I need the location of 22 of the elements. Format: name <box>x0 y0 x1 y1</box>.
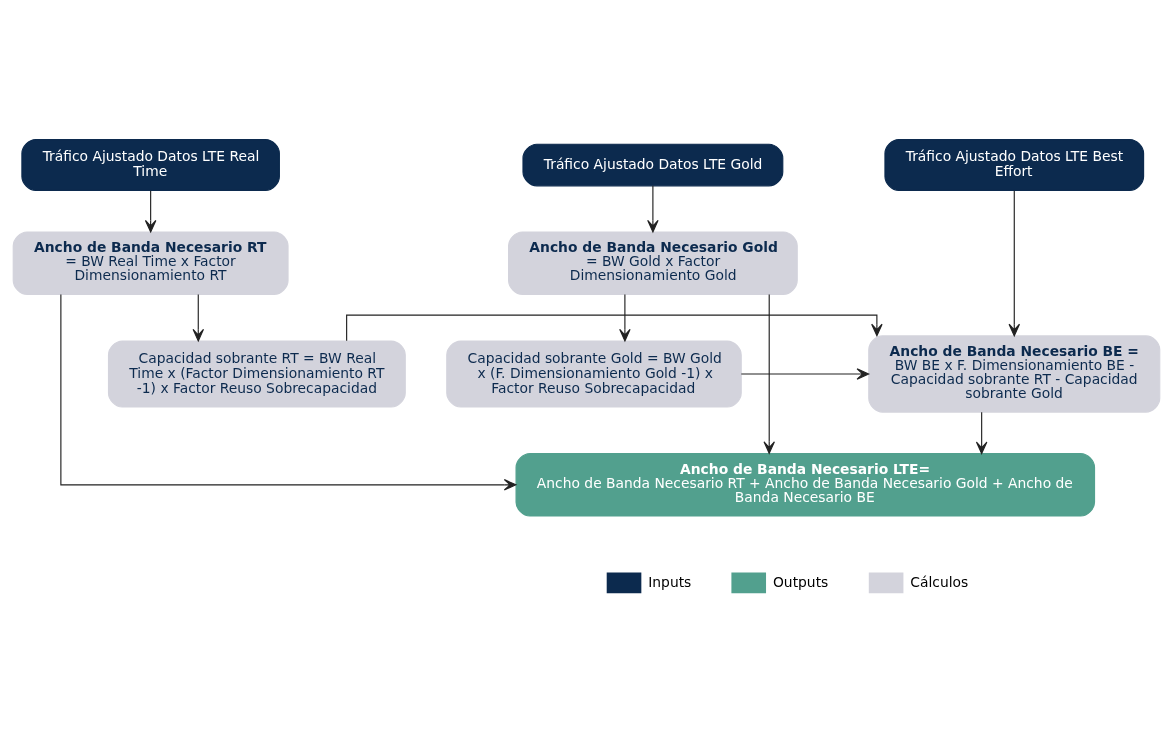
node-box: Ancho de Banda Necesario RT = BW Real Time x Factor Dimensionamiento RT <box>12 230 289 295</box>
node-box: Capacidad sobrante Gold = BW Gold x (F. Dimensionamiento Gold -1) x Factor Reuso Sobrecapacidad <box>446 340 742 407</box>
legend-label: Outputs <box>772 573 829 590</box>
node-box: Tráfico Ajustado Datos LTE Gold <box>522 143 784 186</box>
arrow <box>975 411 988 454</box>
node-box: Ancho de Banda Necesario Gold = BW Gold x Factor Dimensionamiento Gold <box>508 230 798 295</box>
node-box: Capacidad sobrante RT = BW Real Time x (Factor Dimensionamiento RT -1) x Factor Reuso Sobrecapacidad <box>107 340 406 407</box>
node-box: Ancho de Banda Necesario BE = BW BE x F. Dimensionamiento BE - Capacidad sobrante RT - Capacidad sobrante Gold <box>868 334 1161 413</box>
arrow <box>619 293 631 341</box>
legend-label: Cálculos <box>910 573 969 590</box>
arrow <box>60 293 517 491</box>
node-box: Tráfico Ajustado Datos LTE Real Time <box>21 138 280 191</box>
arrow <box>647 184 659 232</box>
arrow <box>346 314 883 341</box>
arrow <box>740 367 870 380</box>
arrow <box>144 189 157 233</box>
arrow <box>763 293 775 454</box>
arrow <box>192 293 205 341</box>
node-box: Tráfico Ajustado Datos LTE Best Effort <box>884 138 1145 191</box>
node-box: Ancho de Banda Necesario LTE= Ancho de Banda Necesario RT + Ancho de Banda Necesario Gold + Ancho de Banda Necesario BE <box>515 452 1096 517</box>
legend-label: Inputs <box>648 573 692 590</box>
arrow <box>1008 189 1021 336</box>
